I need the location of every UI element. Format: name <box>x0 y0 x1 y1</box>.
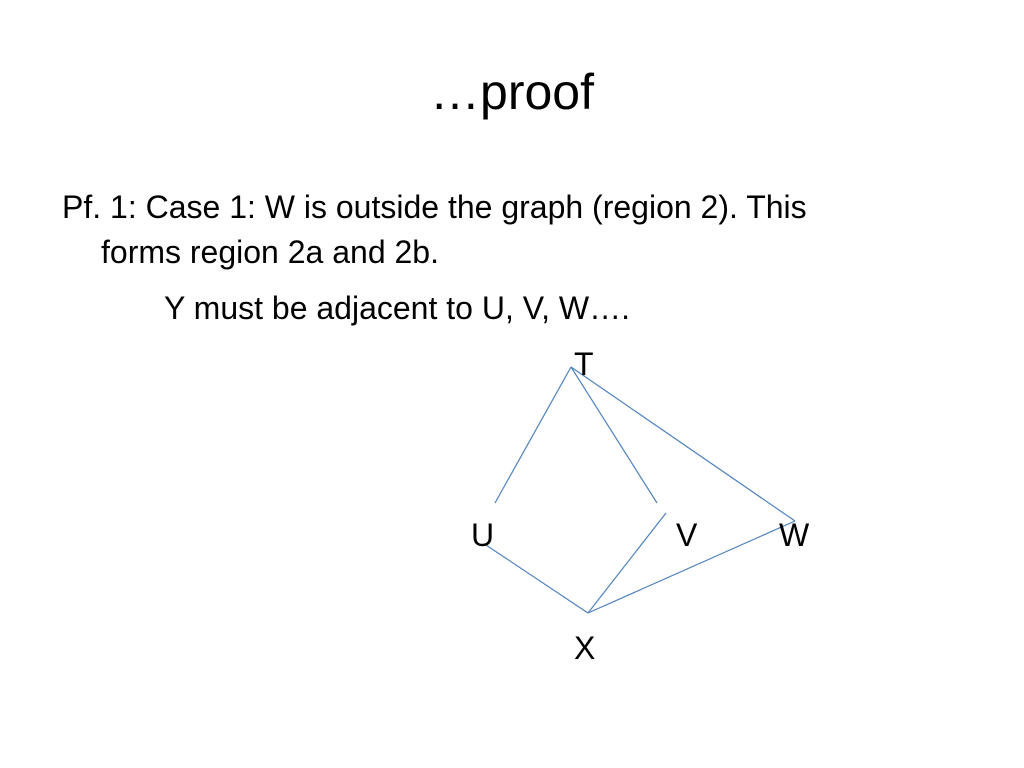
vertex-label-x: X <box>574 630 595 666</box>
edge-w-x <box>587 520 796 614</box>
vertex-label-v: V <box>676 517 698 553</box>
vertex-label-u: U <box>471 517 494 553</box>
vertex-label-w: W <box>779 517 810 553</box>
edge-v-x <box>587 512 667 614</box>
edge-t-v <box>570 366 658 504</box>
proof-text-line-1: Pf. 1: Case 1: W is outside the graph (r… <box>62 189 807 225</box>
edge-u-x <box>485 544 589 614</box>
edge-t-w <box>570 366 796 522</box>
vertex-label-t: T <box>574 346 594 382</box>
slide-title: …proof <box>430 64 594 120</box>
proof-text-line-3: Y must be adjacent to U, V, W…. <box>164 290 630 326</box>
proof-text-line-2: forms region 2a and 2b. <box>101 234 439 270</box>
edge-t-u <box>494 366 572 504</box>
